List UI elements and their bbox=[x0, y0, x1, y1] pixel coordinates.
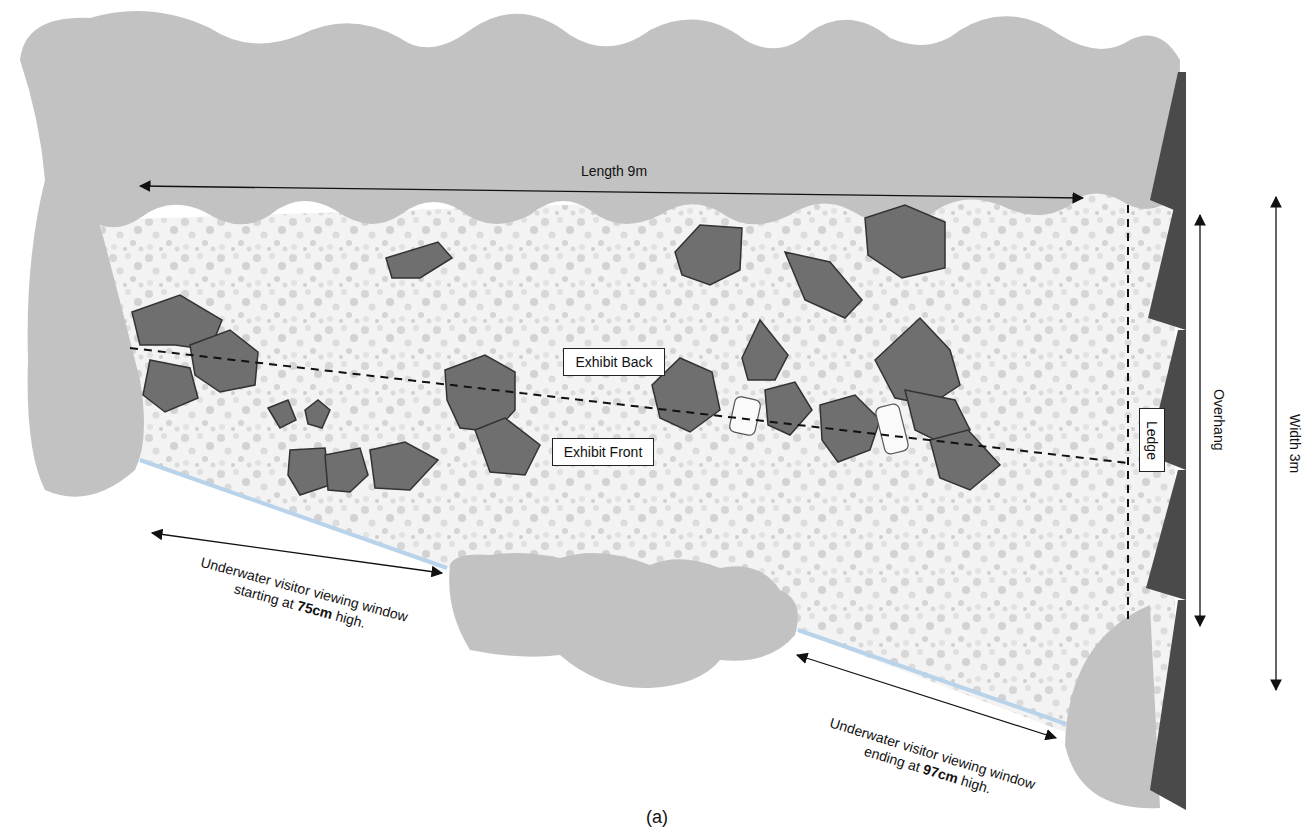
dimension-label: Length 9m bbox=[581, 163, 647, 180]
rock-corner bbox=[1065, 605, 1160, 808]
exhibit-label-box: Exhibit Front bbox=[552, 438, 655, 466]
figure-caption: (a) bbox=[646, 809, 668, 826]
box-text: Exhibit Front bbox=[564, 444, 643, 460]
rock-outcrop bbox=[449, 553, 798, 688]
pool-floor bbox=[100, 185, 1175, 790]
rock-wall bbox=[20, 11, 1180, 227]
dimension-label: Overhang bbox=[1210, 389, 1227, 450]
cylinder bbox=[729, 396, 910, 455]
ledge-box: Ledge bbox=[1139, 408, 1165, 473]
overhang-edge bbox=[1127, 205, 1129, 622]
box-text: Exhibit Back bbox=[575, 354, 652, 370]
exhibit-label-box: Exhibit Back bbox=[563, 348, 664, 376]
viewing-window bbox=[798, 630, 1066, 724]
window-note: Underwater visitor viewing window ending… bbox=[815, 712, 1045, 812]
rock bbox=[132, 205, 1000, 495]
exhibit-divider bbox=[130, 348, 1128, 463]
box-text: Ledge bbox=[1144, 421, 1160, 460]
rock-pillar bbox=[20, 60, 144, 497]
dimension-label: Width 3m bbox=[1286, 414, 1303, 473]
dimension-arrow bbox=[140, 186, 1276, 738]
